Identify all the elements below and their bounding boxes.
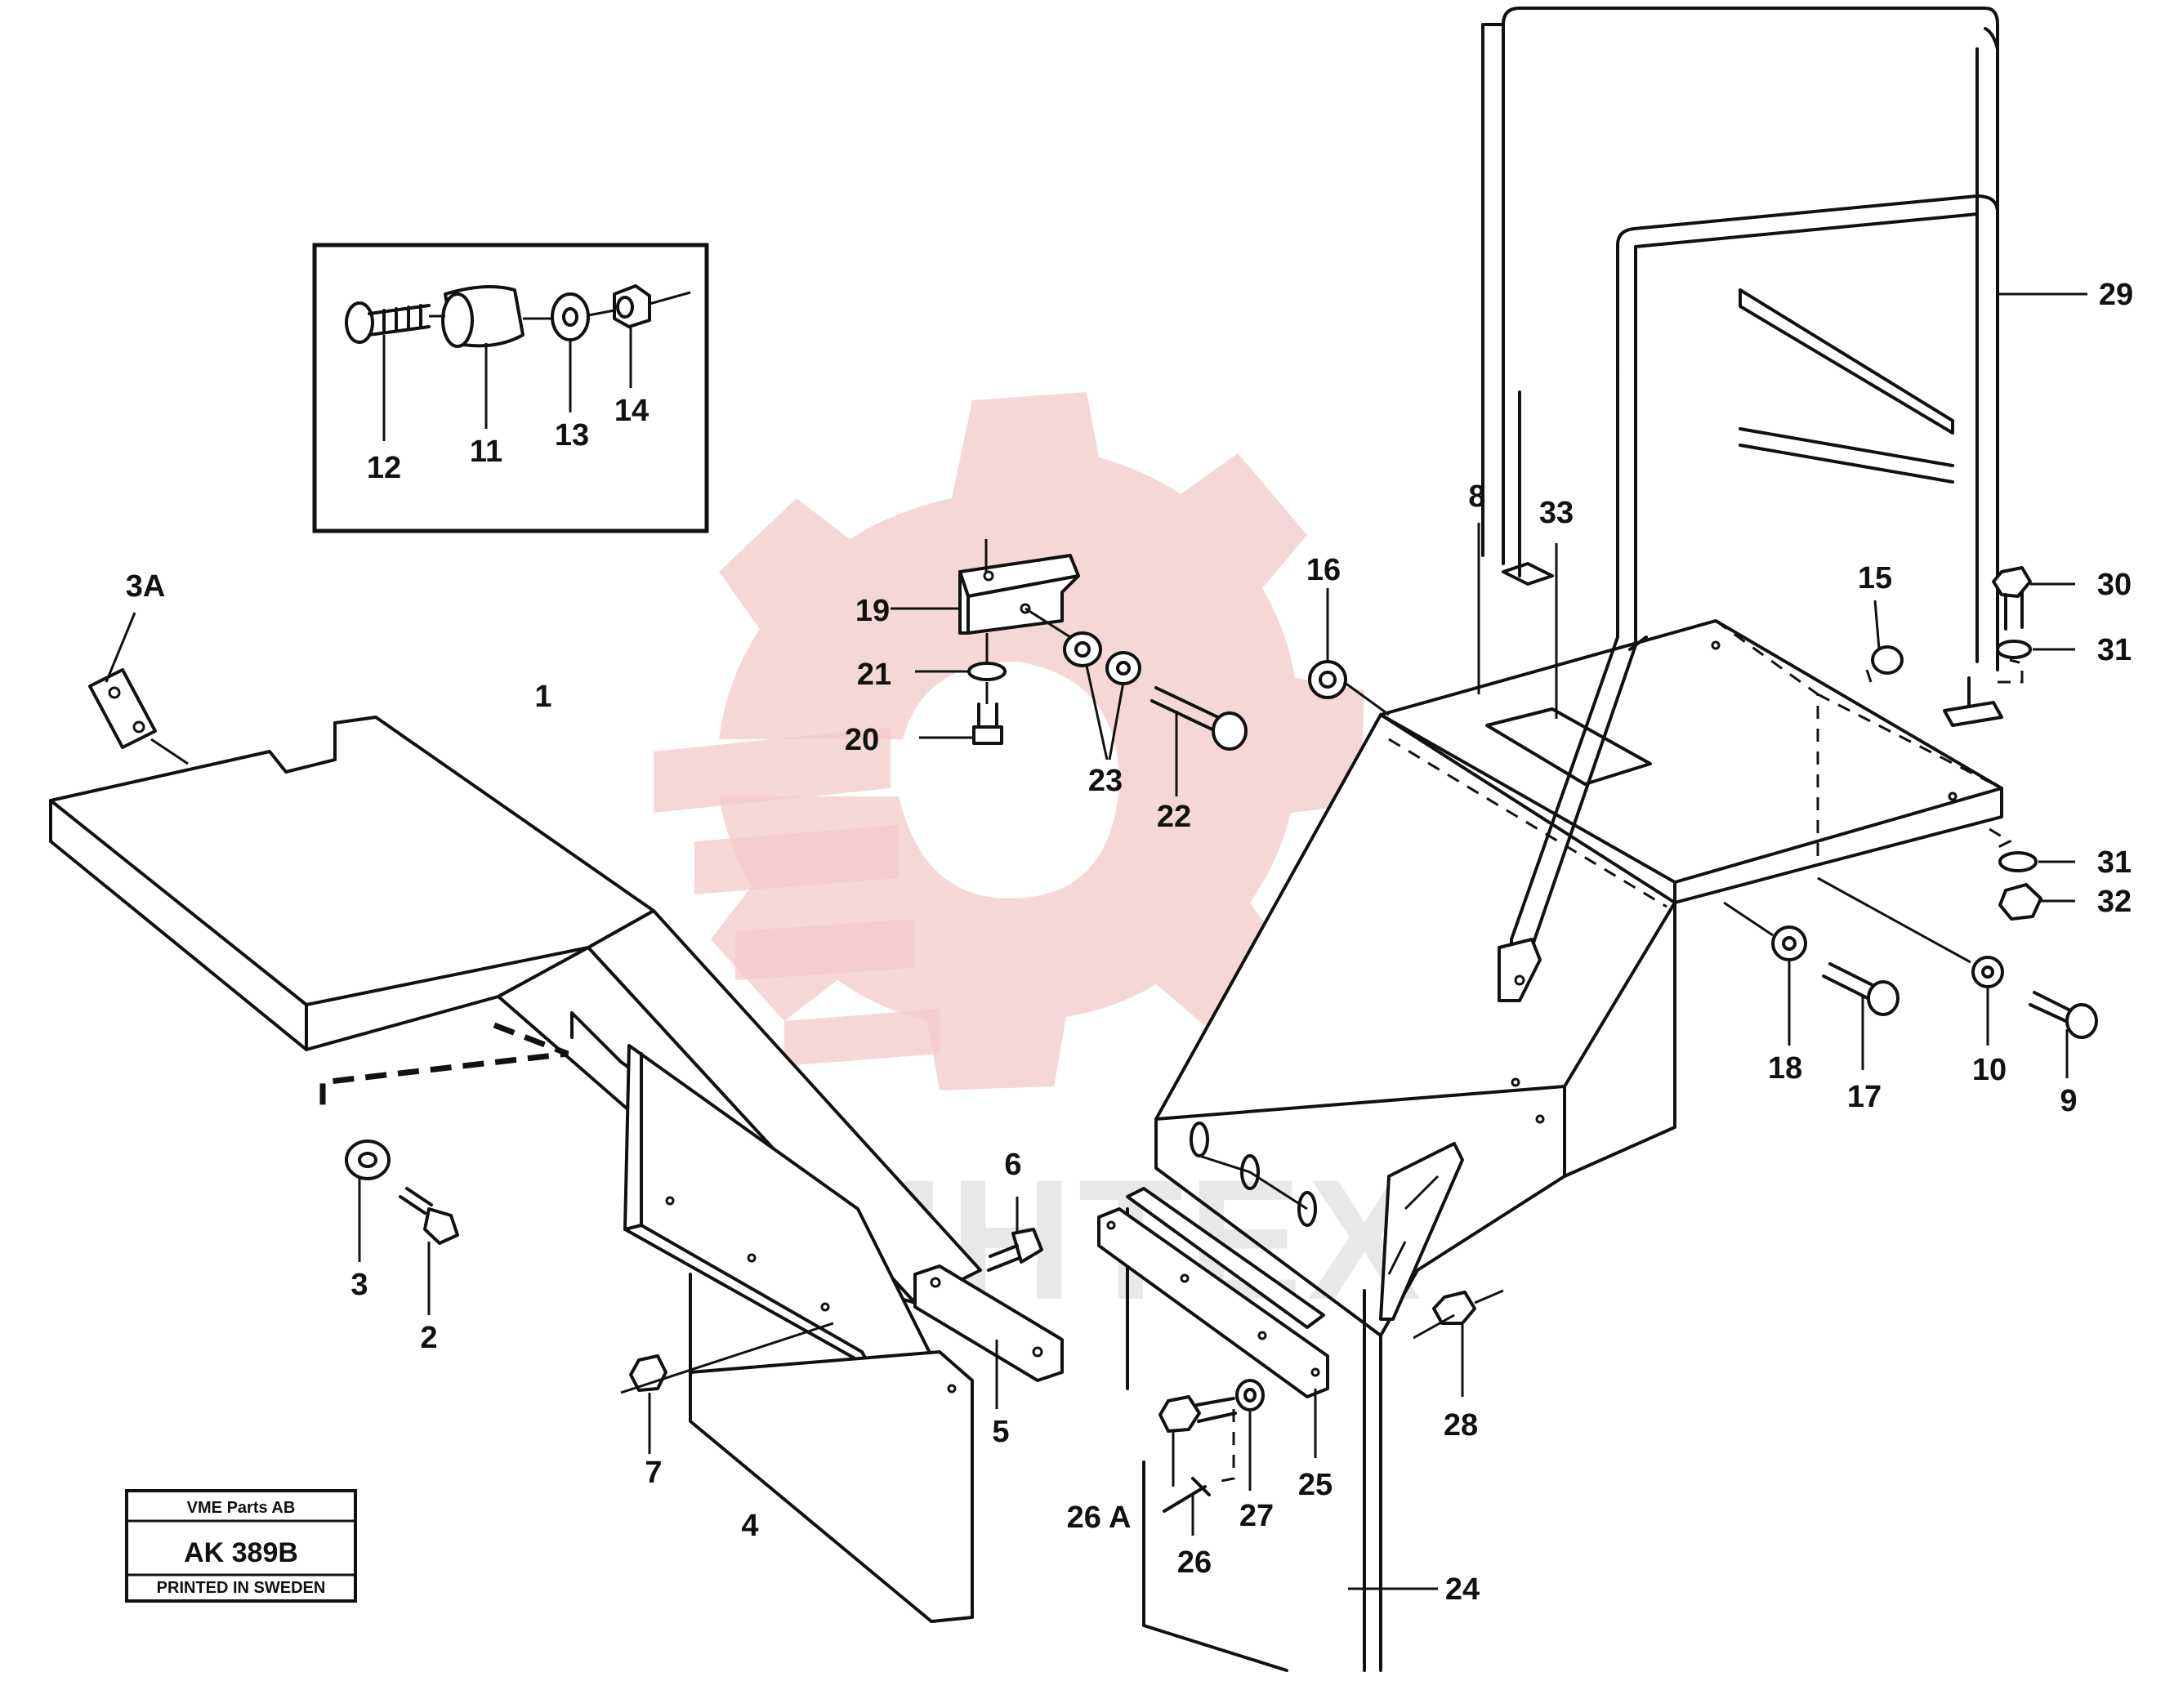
callout-13: 13: [555, 418, 589, 453]
callout-32: 32: [2097, 885, 2132, 919]
callout-16: 16: [1306, 553, 1341, 587]
right-platform: [1097, 7, 2098, 1672]
callout-28: 28: [1444, 1408, 1478, 1443]
callout-12: 12: [367, 451, 401, 485]
callout-33: 33: [1539, 496, 1574, 530]
callout-1: 1: [534, 680, 551, 714]
callout-25: 25: [1298, 1468, 1333, 1502]
callout-3a: 3A: [126, 569, 166, 604]
callout-9: 9: [2060, 1084, 2077, 1118]
callout-labels: 1 2 3 3A 4 5 6 7 8 9 10 11 12 13 14 15 1…: [126, 278, 2133, 1607]
stamp-code: AK 389B: [184, 1537, 298, 1568]
callout-6: 6: [1004, 1148, 1021, 1182]
callout-24: 24: [1445, 1572, 1480, 1607]
callout-20: 20: [845, 723, 879, 757]
stamp-company: VME Parts AB: [187, 1499, 296, 1517]
callout-2: 2: [420, 1321, 437, 1355]
title-stamp: VME Parts AB AK 389B PRINTED IN SWEDEN: [125, 1489, 357, 1603]
callout-5: 5: [992, 1415, 1009, 1449]
callout-26a: 26 A: [1067, 1501, 1132, 1535]
callout-18: 18: [1768, 1051, 1802, 1086]
callout-21: 21: [857, 658, 891, 692]
callout-19: 19: [855, 594, 890, 628]
callout-3: 3: [350, 1268, 368, 1302]
callout-31-top: 31: [2097, 633, 2132, 667]
inset-detail-box: [312, 243, 709, 533]
callout-26: 26: [1177, 1545, 1212, 1580]
left-fender: [49, 612, 1064, 1623]
callout-23: 23: [1088, 764, 1123, 798]
callout-14: 14: [614, 394, 649, 428]
callout-22: 22: [1157, 800, 1191, 834]
stamp-printed: PRINTED IN SWEDEN: [157, 1579, 326, 1597]
callout-17: 17: [1847, 1080, 1882, 1114]
handrail: [1481, 7, 2087, 1002]
callout-27: 27: [1239, 1499, 1274, 1533]
callout-15: 15: [1858, 561, 1892, 595]
callout-11: 11: [470, 435, 502, 469]
callout-10: 10: [1972, 1053, 2007, 1087]
bracket-group: [891, 539, 1248, 796]
callout-8: 8: [1468, 479, 1485, 514]
callout-31-bottom: 31: [2097, 845, 2132, 880]
callout-7: 7: [645, 1456, 662, 1490]
callout-4: 4: [741, 1509, 758, 1543]
callout-30: 30: [2097, 568, 2132, 602]
callout-29: 29: [2099, 278, 2133, 312]
watermark-gear-logo: [654, 392, 1364, 1090]
